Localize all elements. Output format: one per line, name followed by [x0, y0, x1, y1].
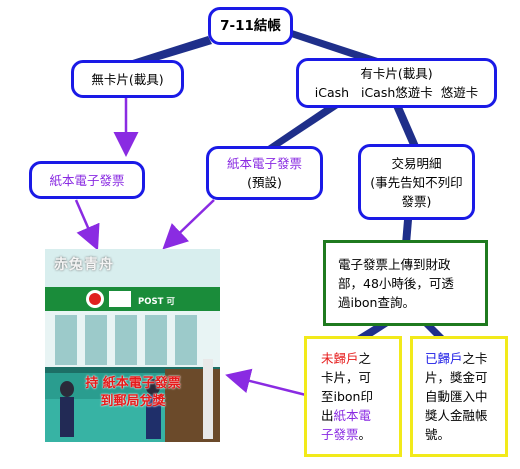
post-office-photo: 赤兔青舟 POST 可 持 紙本電子發票 到郵局兌獎 [45, 249, 220, 442]
unregistered-line1-rest: 之 [358, 351, 372, 366]
node-no-card-label: 無卡片(載具) [91, 71, 164, 87]
edge-hascard-paper [262, 104, 338, 154]
post-office-illustration [45, 249, 220, 442]
node-711-checkout: 7-11結帳 [208, 7, 293, 45]
node-upload-info-line2: 部，48小時後，可透 [338, 275, 454, 291]
node-upload-info: 電子發票上傳到財政 部，48小時後，可透 過ibon查詢。 [323, 240, 488, 326]
unregistered-line5-post: 。 [358, 427, 372, 442]
node-registered-line1: 已歸戶之卡 [425, 349, 488, 368]
node-unregistered-line1: 未歸戶之 [321, 349, 371, 368]
node-registered-line5: 號。 [425, 427, 451, 442]
node-transaction-details: 交易明細 (事先告知不列印 發票) [358, 144, 475, 220]
node-registered-line3: 自動匯入中 [425, 389, 488, 404]
arrow-unreg-photo [225, 368, 307, 397]
node-has-card-line1: 有卡片(載具) [360, 66, 433, 81]
node-registered-line2: 片，獎金可 [425, 370, 488, 385]
node-paper-invoice-default-line1: 紙本電子發票 [226, 156, 302, 171]
node-upload-info-line1: 電子發票上傳到財政 [338, 256, 451, 272]
node-transaction-details-line3: 發票) [401, 193, 432, 209]
node-no-card: 無卡片(載具) [71, 60, 184, 98]
node-unregistered-card: 未歸戶之 卡片，可 至ibon印 出紙本電 子發票。 [304, 336, 402, 457]
unregistered-line5-em: 子發票 [321, 427, 359, 442]
node-has-card: 有卡片(載具) iCash iCash悠遊卡 悠遊卡 [296, 58, 497, 108]
node-registered-line4: 獎人金融帳 [425, 408, 488, 423]
arrow-paperright-photo [162, 199, 215, 250]
photo-watermark: 赤兔青舟 [54, 257, 114, 273]
node-paper-invoice-default-line2: (預設) [247, 175, 282, 190]
edge-details-upload [402, 220, 412, 244]
node-transaction-details-line1: 交易明細 [391, 155, 442, 171]
node-transaction-details-line2: (事先告知不列印 [370, 174, 463, 190]
node-paper-invoice-left: 紙本電子發票 [29, 161, 145, 199]
node-unregistered-line4: 出紙本電 [321, 406, 371, 425]
node-711-checkout-label: 7-11結帳 [220, 17, 281, 34]
unregistered-emphasis: 未歸戶 [321, 351, 359, 366]
node-unregistered-line3: 至ibon印 [321, 389, 373, 404]
node-unregistered-line2: 卡片，可 [321, 370, 372, 385]
unregistered-line4-em: 紙本電 [333, 408, 372, 423]
edge-hascard-details [392, 102, 420, 150]
unregistered-line4-pre: 出 [321, 408, 334, 423]
arrow-paperleft-photo [74, 199, 100, 251]
node-unregistered-line5: 子發票。 [321, 425, 371, 444]
node-has-card-line2: iCash iCash悠遊卡 悠遊卡 [314, 85, 479, 100]
registered-emphasis: 已歸戶 [425, 351, 463, 366]
photo-caption-line1: 持 紙本電子發票 [85, 376, 181, 391]
registered-line1-rest: 之卡 [462, 351, 488, 366]
node-registered-card: 已歸戶之卡 片，獎金可 自動匯入中 獎人金融帳 號。 [410, 336, 508, 457]
photo-post-sign: POST 可 [138, 297, 175, 307]
photo-caption-line2: 到郵局兌獎 [100, 394, 166, 409]
edge-root-hascard [288, 30, 384, 66]
node-paper-invoice-default: 紙本電子發票 (預設) [206, 146, 323, 200]
node-paper-invoice-left-label: 紙本電子發票 [49, 172, 125, 188]
node-upload-info-line3: 過ibon查詢。 [338, 294, 415, 310]
